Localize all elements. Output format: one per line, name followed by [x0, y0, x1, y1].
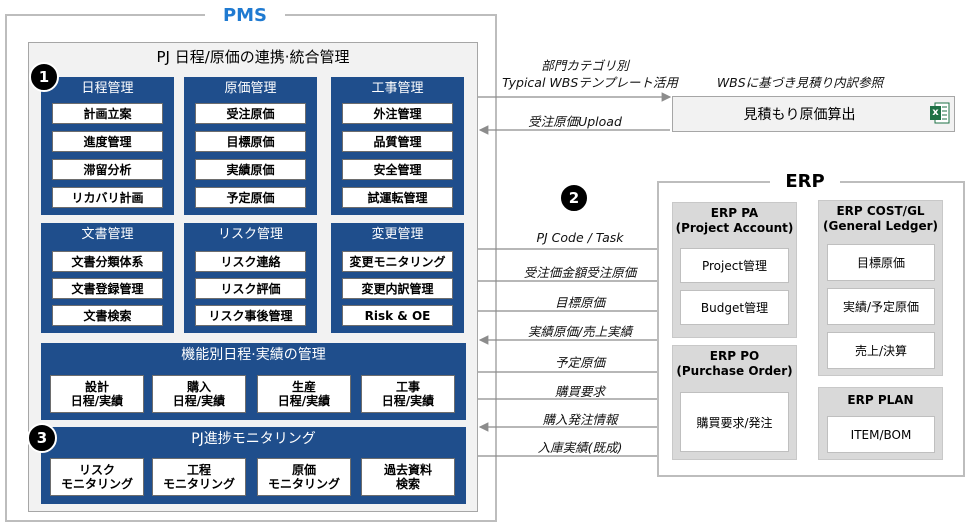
module-group-title: 文書管理	[81, 227, 134, 242]
erp-pa-subtitle: (Project Account)	[675, 221, 794, 235]
erp-cost-item-target: 目標原価	[827, 244, 935, 281]
erp-po-subtitle: (Purchase Order)	[676, 364, 793, 378]
functional-item-line: 日程/実績	[277, 394, 331, 408]
estimate-box	[672, 96, 955, 132]
monitoring-item-line: モニタリング	[60, 477, 133, 491]
functional-item-3: 工事日程/実績	[361, 375, 455, 413]
arrow-label-2: 目標原価	[554, 295, 605, 310]
functional-item-2: 生産日程/実績	[257, 375, 351, 413]
arrow-label-1: 受注価金額受注原価	[523, 265, 637, 280]
module-item: 文書検索	[52, 305, 163, 326]
erp-pa-title: ERP PA	[710, 206, 759, 220]
arrow-label-7: 入庫実績(既成)	[537, 440, 623, 455]
monitoring-item-2: 原価モニタリング	[257, 458, 351, 496]
excel-icon: x	[930, 102, 950, 124]
module-item: 文書登録管理	[52, 278, 163, 299]
module-item: 変更内訳管理	[342, 278, 453, 299]
pms-title: PMS	[205, 5, 285, 29]
erp-po-item-purchase: 購買要求/発注	[680, 392, 789, 452]
module-item: 文書分類体系	[52, 251, 163, 272]
module-group-title: リスク管理	[217, 227, 283, 242]
arrow-label-wbs-estimate: WBSに基づき見積り内訳参照	[716, 75, 884, 90]
excel-icon-letter: x	[932, 107, 939, 118]
erp-pa-item-budget: Budget管理	[680, 290, 789, 325]
functional-item-line: 日程/実績	[70, 394, 124, 408]
module-item: 予定原価	[195, 187, 306, 208]
arrow-label-upload: 受注原価Upload	[528, 114, 622, 129]
module-item: リスク評価	[195, 278, 306, 299]
functional-item-line: 設計	[84, 380, 109, 394]
module-item: 変更モニタリング	[342, 251, 453, 272]
module-item: Risk & OE	[342, 305, 453, 326]
badge-1: 1	[29, 62, 59, 92]
monitoring-item-1: 工程モニタリング	[152, 458, 246, 496]
functional-item-line: 工事	[395, 380, 420, 394]
arrow-label-typical-wbs: Typical WBSテンプレート活用	[502, 75, 678, 90]
monitoring-item-line: モニタリング	[162, 477, 235, 491]
module-item: 試運転管理	[342, 187, 453, 208]
module-item: 目標原価	[195, 131, 306, 152]
arrow-label-5: 購買要求	[554, 384, 605, 399]
monitoring-item-line: 過去資料	[383, 463, 432, 477]
module-group-title: 変更管理	[371, 227, 424, 242]
badge-3: 3	[27, 423, 57, 453]
monitoring-title: PJ進捗モニタリング	[191, 431, 316, 447]
erp-cost-title: ERP COST/GL	[836, 204, 925, 218]
pms-inner-title: PJ 日程/原価の連携·統合管理	[156, 48, 350, 66]
arrow-label-3: 実績原価/売上実績	[527, 324, 633, 339]
module-group-title: 日程管理	[81, 81, 134, 96]
module-item: 受注原価	[195, 103, 306, 124]
module-item: リスク事後管理	[195, 305, 306, 326]
module-item: 安全管理	[342, 159, 453, 180]
module-item: 外注管理	[342, 103, 453, 124]
functional-item-line: 日程/実績	[172, 394, 226, 408]
functional-item-line: 生産	[291, 380, 316, 394]
arrow-label-category: 部門カテゴリ別	[541, 58, 629, 73]
erp-cost-item-sales: 売上/決算	[827, 332, 935, 369]
module-item: リカバリ計画	[52, 187, 163, 208]
functional-item-1: 購入日程/実績	[152, 375, 246, 413]
module-item: 進度管理	[52, 131, 163, 152]
arrow-label-0: PJ Code / Task	[536, 230, 624, 245]
erp-cost-item-actual: 実績/予定原価	[827, 288, 935, 325]
functional-title: 機能別日程·実績の管理	[181, 347, 326, 363]
erp-title: ERP	[770, 171, 840, 193]
module-item: 実績原価	[195, 159, 306, 180]
module-item: 品質管理	[342, 131, 453, 152]
erp-pa-item-project: Project管理	[680, 248, 789, 283]
monitoring-item-3: 過去資料検索	[361, 458, 455, 496]
monitoring-item-line: モニタリング	[267, 477, 340, 491]
excel-icon-svg	[930, 102, 950, 124]
estimate-label: 見積もり原価算出	[743, 107, 856, 123]
erp-plan-title: ERP PLAN	[847, 393, 914, 407]
functional-item-line: 日程/実績	[381, 394, 435, 408]
module-item: 計画立案	[52, 103, 163, 124]
arrow-label-6: 購入発注情報	[542, 412, 618, 427]
arrow-label-4: 予定原価	[554, 355, 605, 370]
module-item: リスク連絡	[195, 251, 306, 272]
functional-item-0: 設計日程/実績	[50, 375, 144, 413]
badge-2: 2	[559, 183, 589, 213]
functional-item-line: 購入	[186, 380, 211, 394]
monitoring-item-line: 工程	[186, 463, 211, 477]
module-group-title: 原価管理	[224, 81, 277, 96]
erp-cost-subtitle: (General Ledger)	[823, 219, 938, 233]
module-item: 滞留分析	[52, 159, 163, 180]
erp-po-title: ERP PO	[709, 349, 760, 363]
monitoring-item-line: 検索	[395, 477, 420, 491]
monitoring-item-0: リスクモニタリング	[50, 458, 144, 496]
erp-plan-item-bom: ITEM/BOM	[827, 416, 935, 453]
monitoring-item-line: リスク	[78, 463, 115, 477]
monitoring-item-line: 原価	[291, 463, 316, 477]
module-group-title: 工事管理	[371, 81, 424, 96]
